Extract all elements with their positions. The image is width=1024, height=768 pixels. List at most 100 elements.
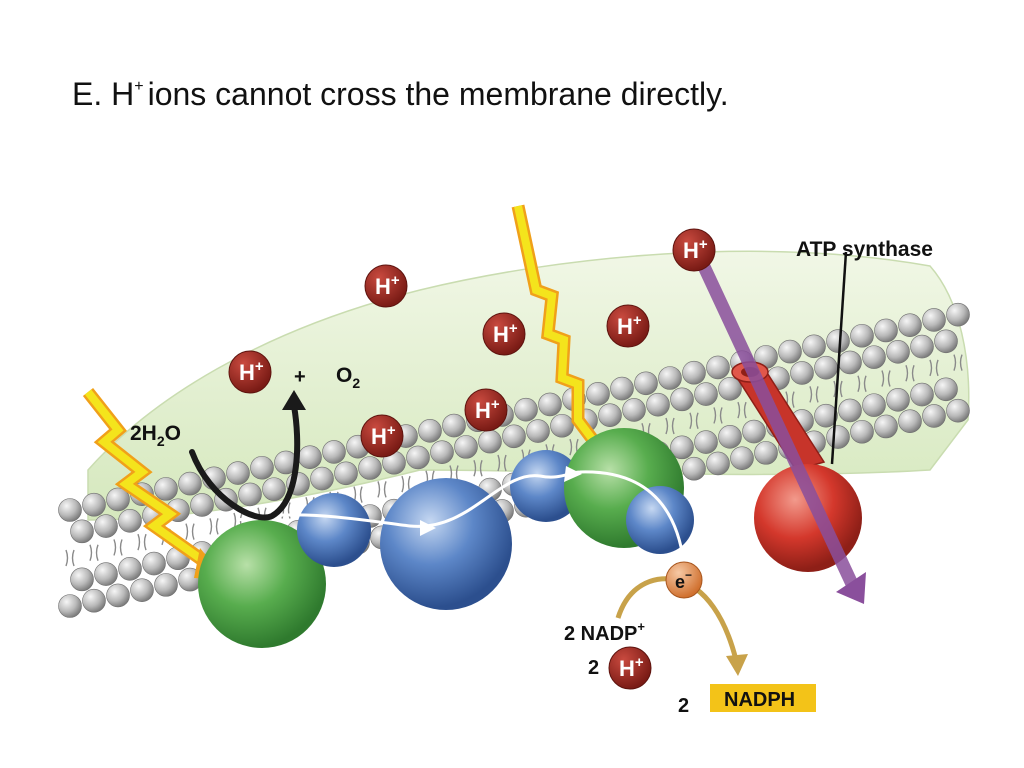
lipid-head [70, 519, 94, 544]
lipid-head [334, 461, 358, 486]
lipid-head [418, 418, 442, 443]
lipid-head [718, 376, 742, 401]
proton-label: H+ [683, 236, 708, 263]
lipid-head [58, 498, 82, 522]
lipid-tail [881, 370, 891, 387]
proton-label: H+ [239, 358, 264, 385]
nadph-label: NADPH [724, 689, 795, 711]
lipid-tail [665, 417, 675, 435]
lipid-tail [377, 481, 387, 498]
plastocyanin [510, 450, 582, 522]
proton-label: H+ [375, 272, 400, 299]
lipid-tail [737, 401, 747, 419]
lipid-head [838, 350, 862, 375]
lipid-head [910, 334, 934, 359]
lipid-head [922, 404, 946, 428]
proton-ion-icon: H+ [672, 228, 716, 272]
lipid-head [862, 393, 886, 417]
proton-ion-icon: H+ [482, 312, 526, 356]
title-superscript: + [134, 78, 144, 95]
water-splitting-arrow-icon [189, 403, 301, 521]
lipid-head [658, 366, 682, 390]
nadph-count-label: 2 [678, 695, 689, 717]
atp-synthase-pointer [830, 251, 848, 465]
lipid-head [406, 445, 430, 470]
lipid-head [682, 456, 706, 481]
lipid-head [442, 413, 466, 438]
lipid-head [238, 482, 262, 507]
lipid-head [190, 493, 214, 517]
lipid-tail [833, 380, 843, 398]
lipid-head [154, 477, 178, 501]
lipid-head [82, 588, 106, 613]
lipid-head [874, 414, 898, 439]
electron-icon: e− [665, 561, 703, 599]
lipid-head [898, 313, 922, 338]
nadp-label: 2 NADP+ [564, 619, 645, 645]
lipid-tail [953, 354, 963, 371]
lipid-head [670, 435, 694, 460]
lipid-tail [689, 412, 699, 429]
lipid-head [886, 388, 910, 412]
lipid-tail [713, 407, 723, 424]
lipid-head [826, 329, 850, 353]
lipid-tail [857, 375, 867, 393]
proton-label: H+ [493, 320, 518, 347]
slide-title: E. H+ions cannot cross the membrane dire… [72, 76, 729, 113]
lipid-head [826, 425, 850, 449]
lipid-head [934, 377, 958, 402]
lipid-head [622, 398, 646, 422]
lipid-tail [137, 533, 147, 551]
lipid-head [910, 382, 934, 407]
proton-label: H+ [371, 422, 396, 449]
lipid-head [250, 455, 274, 480]
photosystem-ii [198, 520, 326, 648]
water-splitting-arrowhead-icon [282, 390, 306, 410]
proton-ion-icon: H+ [608, 646, 652, 690]
lipid-head [898, 409, 922, 434]
lipid-head [430, 440, 454, 464]
lipid-head [802, 334, 826, 359]
plus-sign-label: + [294, 366, 306, 388]
electron-flow-arrowhead-icon [420, 520, 436, 536]
h-count-label: 2 [588, 657, 599, 679]
lipid-head [94, 514, 118, 538]
svg-text:e−: e− [675, 568, 692, 592]
lipid-tail [497, 454, 507, 472]
lipid-head [718, 424, 742, 449]
water-label: 2H2O [130, 422, 181, 449]
lipid-tail [809, 386, 819, 403]
lipid-head [598, 403, 622, 428]
lipid-head [322, 440, 346, 464]
lipid-head [310, 466, 334, 491]
lipid-head [478, 429, 502, 454]
proton-label: H+ [617, 312, 642, 339]
lipid-tail [113, 539, 123, 556]
proton-ion-icon: H+ [464, 388, 508, 432]
lipid-head [634, 371, 658, 396]
lipid-tail [65, 549, 75, 567]
lipid-head [850, 419, 874, 444]
lipid-head [58, 594, 82, 618]
lipid-head [94, 562, 118, 586]
lipid-head [670, 387, 694, 412]
electron-flow-arrowhead-icon [564, 466, 582, 482]
lipid-head [646, 392, 670, 417]
proton-ion-icon: H+ [364, 264, 408, 308]
electron-superscript: − [685, 568, 692, 582]
title-lead: E. H [72, 76, 135, 112]
lipid-head [778, 339, 802, 364]
proton-label: H+ [475, 396, 500, 423]
lipid-tail [473, 459, 483, 477]
atp-synthase-label: ATP synthase [796, 238, 933, 261]
proton-ion-icon: H+ [228, 350, 272, 394]
lipid-head [862, 345, 886, 369]
lipid-head [106, 487, 130, 512]
lipid-head [934, 329, 958, 354]
electron-label: e [675, 572, 685, 592]
lipid-head [82, 492, 106, 517]
oxygen-label: O2 [336, 364, 360, 391]
nadp-reduction-arrowhead-icon [726, 654, 748, 676]
lipid-head [706, 451, 730, 476]
